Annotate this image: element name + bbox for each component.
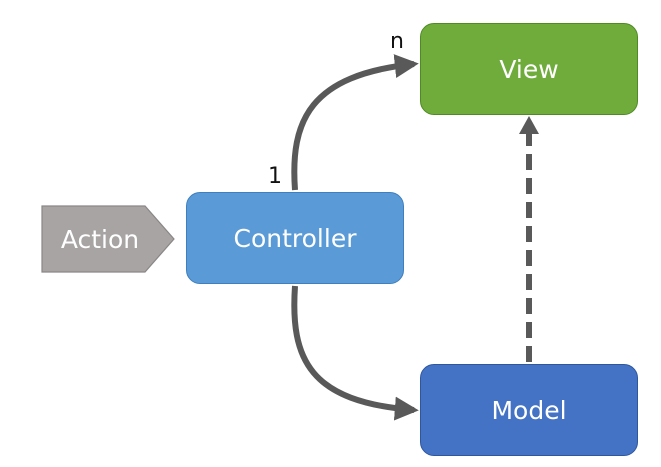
model-node-label: Model — [491, 395, 567, 425]
edge-controller-to-model — [291, 285, 419, 421]
view-node-label: View — [499, 54, 559, 84]
controller-node-label: Controller — [233, 223, 357, 253]
model-node: Model — [420, 364, 638, 456]
view-node: View — [420, 23, 638, 115]
multiplicity-view-end: n — [390, 29, 404, 54]
action-shape — [41, 205, 175, 273]
edge-controller-to-view — [291, 54, 419, 191]
edge-model-to-view-arrowhead — [519, 116, 539, 134]
action-label: Action — [60, 224, 140, 254]
controller-node: Controller — [186, 192, 404, 284]
multiplicity-controller-end: 1 — [268, 164, 282, 189]
